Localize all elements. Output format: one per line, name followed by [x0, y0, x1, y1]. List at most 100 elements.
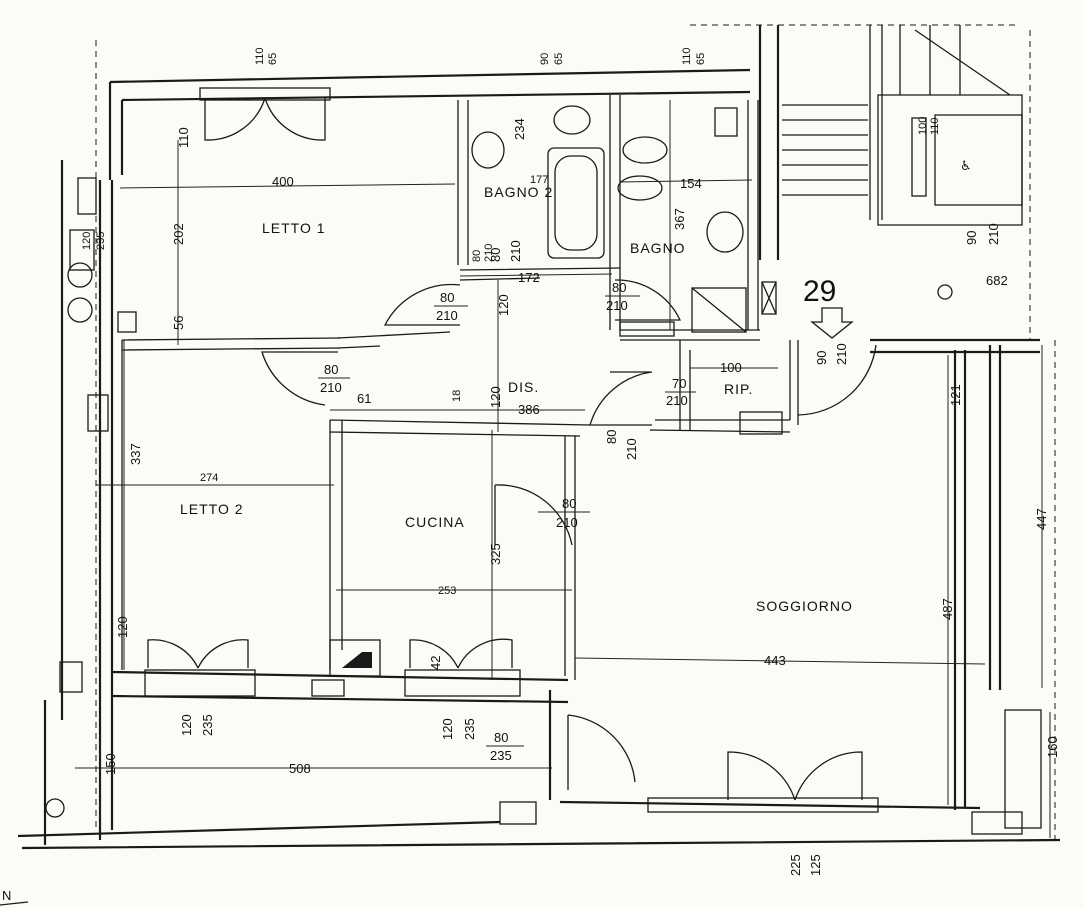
dim-18: 18 — [451, 390, 463, 402]
room-label-letto2: LETTO 2 — [180, 501, 244, 517]
dim-682: 682 — [986, 273, 1008, 288]
dim-61: 61 — [357, 391, 371, 406]
opening-o14: 110 65 — [254, 47, 279, 65]
room-label-dis: DIS. — [508, 379, 539, 395]
svg-text:210: 210 — [556, 515, 578, 530]
dim-234: 234 — [512, 118, 527, 140]
dim-177: 177 — [530, 174, 548, 186]
entrance-arrow-icon — [810, 307, 854, 339]
exterior-walls — [17, 25, 1061, 850]
svg-text:235: 235 — [200, 714, 215, 736]
level-marker-icon — [937, 284, 953, 300]
compass: N — [0, 888, 29, 906]
opening-o3: 80 210 — [318, 362, 350, 395]
dim-172: 172 — [518, 270, 540, 285]
dimension-lines — [75, 100, 1051, 838]
kitchen-fixtures — [59, 321, 1042, 835]
dim-325: 325 — [488, 543, 503, 565]
dim-42: 42 — [428, 656, 443, 670]
property-boundary — [95, 24, 1056, 840]
svg-text:110: 110 — [681, 47, 693, 65]
room-label-bagno2: BAGNO 2 — [484, 184, 553, 200]
dim-110: 110 — [176, 127, 191, 148]
svg-text:110: 110 — [929, 117, 941, 135]
dim-386: 386 — [518, 402, 540, 417]
dim-253: 253 — [438, 585, 456, 597]
svg-text:90: 90 — [964, 231, 979, 245]
dim-120-letto2: 120 — [115, 616, 130, 638]
dim-447: 447 — [1034, 508, 1049, 530]
svg-text:210: 210 — [483, 244, 495, 262]
doors — [144, 87, 879, 813]
opening-o12: 80 235 — [486, 730, 524, 763]
svg-text:80: 80 — [604, 430, 619, 444]
dim-202: 202 — [171, 223, 186, 245]
svg-text:80: 80 — [471, 250, 483, 262]
opening-o5: 70 210 — [665, 376, 696, 408]
svg-text:210: 210 — [666, 393, 688, 408]
svg-text:65: 65 — [553, 53, 565, 65]
dim-120-dis: 120 — [488, 386, 503, 408]
opening-o8: 90 210 — [814, 343, 849, 365]
svg-text:210: 210 — [508, 240, 523, 262]
dim-274: 274 — [200, 472, 218, 484]
svg-text:80: 80 — [494, 730, 508, 745]
dim-400: 400 — [272, 174, 294, 189]
dim-120-dis-top: 120 — [496, 294, 511, 316]
dim-508: 508 — [289, 761, 311, 776]
opening-o4: 80 210 — [488, 240, 523, 262]
svg-text:235: 235 — [95, 232, 107, 250]
svg-text:65: 65 — [267, 53, 279, 65]
svg-text:120: 120 — [81, 232, 93, 250]
svg-text:210: 210 — [986, 223, 1001, 245]
wheelchair-icon: ♿ — [960, 158, 972, 173]
room-label-cucina: CUCINA — [405, 514, 465, 530]
opening-o7: 80 210 — [538, 496, 590, 530]
opening-o2: 80 210 — [605, 280, 640, 313]
svg-text:235: 235 — [462, 718, 477, 740]
opening-o6: 80 210 — [604, 430, 639, 460]
unit-number: 29 — [803, 275, 836, 308]
svg-text:90: 90 — [814, 351, 829, 365]
opening-labels: 80 210 80 210 80 210 80 210 70 210 80 21… — [81, 47, 1001, 876]
dimension-labels: 400 202 56 110 172 154 177 367 234 120 1… — [103, 118, 1060, 776]
dim-150: 150 — [103, 753, 118, 775]
svg-text:100: 100 — [917, 117, 929, 135]
svg-text:125: 125 — [808, 854, 823, 876]
interior-walls — [121, 95, 799, 680]
svg-text:70: 70 — [672, 376, 686, 391]
opening-o13: 225 125 — [788, 854, 823, 876]
svg-text:110: 110 — [254, 47, 266, 65]
svg-text:235: 235 — [490, 748, 512, 763]
svg-text:90: 90 — [539, 53, 551, 65]
opening-o18: 80 210 — [471, 244, 495, 262]
compass-north-label: N — [2, 888, 11, 903]
svg-text:210: 210 — [834, 343, 849, 365]
svg-text:80: 80 — [562, 496, 576, 511]
opening-o11: 120 235 — [440, 718, 477, 740]
svg-text:80: 80 — [612, 280, 626, 295]
svg-text:65: 65 — [695, 53, 707, 65]
dim-160-right: 160 — [1045, 736, 1060, 758]
stairwell: ♿ — [782, 25, 1023, 226]
svg-text:120: 120 — [440, 718, 455, 740]
dim-121: 121 — [948, 384, 963, 406]
svg-text:225: 225 — [788, 854, 803, 876]
svg-text:80: 80 — [324, 362, 338, 377]
bathroom-fixtures — [45, 105, 777, 818]
opening-o19: 100 110 — [917, 117, 941, 135]
dim-487: 487 — [940, 598, 955, 620]
room-label-bagno: BAGNO — [630, 240, 686, 256]
svg-text:80: 80 — [440, 290, 454, 305]
opening-o9: 90 210 — [964, 223, 1001, 245]
dim-56: 56 — [171, 316, 186, 330]
svg-text:210: 210 — [320, 380, 342, 395]
opening-o10: 120 235 — [179, 714, 215, 736]
svg-text:120: 120 — [179, 714, 194, 736]
room-label-letto1: LETTO 1 — [262, 220, 326, 236]
opening-o16: 110 65 — [681, 47, 707, 65]
dim-100: 100 — [720, 360, 742, 375]
svg-text:210: 210 — [624, 438, 639, 460]
opening-o15: 90 65 — [539, 53, 565, 65]
